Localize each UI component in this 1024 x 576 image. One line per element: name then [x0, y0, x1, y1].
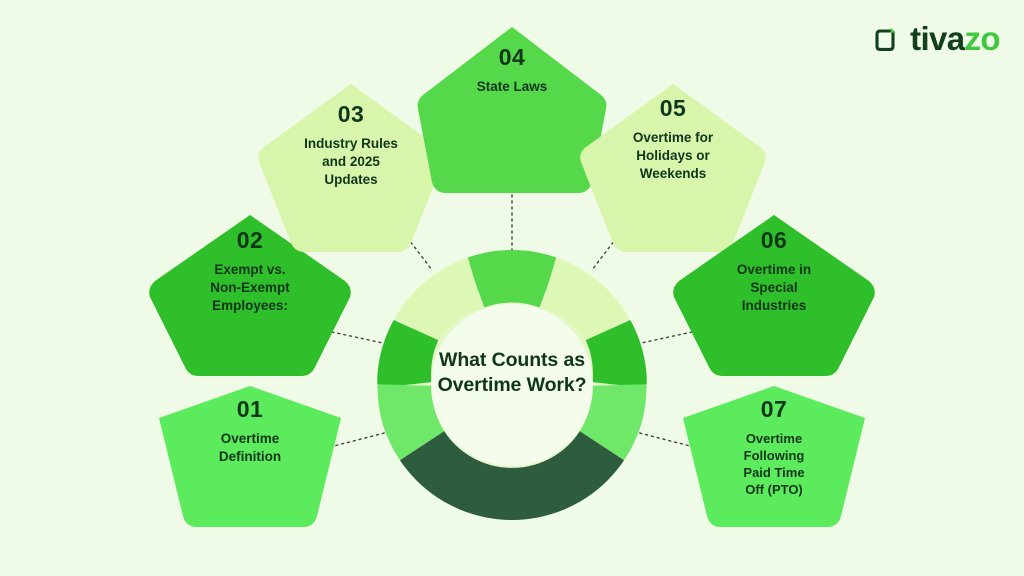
- connector-05: [591, 227, 625, 271]
- pentagon-03[interactable]: [258, 84, 444, 252]
- pentagon-05[interactable]: [580, 84, 766, 252]
- brand-text-primary: tiva: [910, 20, 965, 57]
- ring-segment-bottom: [399, 430, 625, 520]
- ring-segment-06: [585, 317, 647, 388]
- ring-segment-05: [540, 256, 634, 344]
- connector-03: [399, 227, 433, 271]
- center-title-line-1: What Counts as: [439, 349, 585, 371]
- center-title: What Counts as Overtime Work?: [396, 348, 628, 398]
- ring-segment-02: [377, 317, 439, 388]
- connector-01: [329, 429, 397, 448]
- pentagon-nodes: [149, 27, 875, 527]
- pentagon-06[interactable]: [673, 215, 875, 376]
- donut-ring: [377, 250, 647, 520]
- ring-segment-07: [579, 384, 647, 461]
- donut-hole: [431, 304, 593, 466]
- connector-lines: [329, 194, 695, 448]
- ring-segment-01: [377, 384, 445, 461]
- pentagon-04[interactable]: [417, 27, 607, 193]
- tivazo-bracket-icon: [875, 27, 896, 51]
- brand-wordmark: tivazo: [910, 20, 1001, 57]
- connector-07: [627, 429, 695, 448]
- pentagon-02[interactable]: [149, 215, 351, 376]
- connector-06: [631, 331, 693, 346]
- center-title-line-2: Overtime Work?: [437, 373, 587, 396]
- brand-text-accent: zo: [964, 20, 1001, 57]
- pentagon-07[interactable]: [683, 386, 865, 527]
- ring-segment-04: [465, 250, 559, 308]
- pentagon-01[interactable]: [159, 386, 341, 527]
- brand-logo: tivazo: [869, 20, 1001, 57]
- ring-segment-03: [390, 256, 484, 344]
- connector-02: [331, 331, 393, 346]
